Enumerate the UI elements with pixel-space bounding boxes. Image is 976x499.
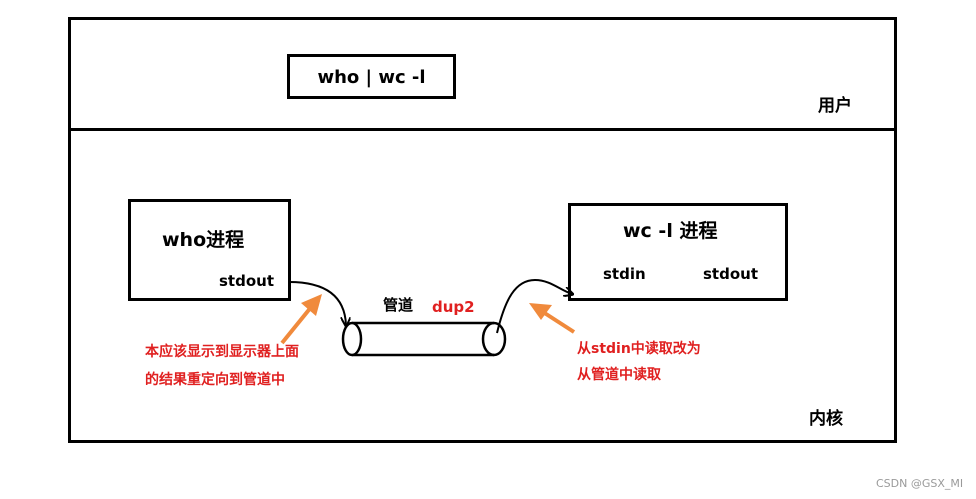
wc-stdin-label: stdin: [603, 265, 646, 283]
kernel-label: 内核: [809, 409, 843, 429]
wc-process-box: wc -l 进程 stdin stdout: [568, 203, 788, 301]
left-annotation-line1: 本应该显示到显示器上面: [145, 344, 299, 360]
user-space-label: 用户: [818, 96, 852, 116]
wc-process-title: wc -l 进程: [623, 220, 718, 242]
left-annotation-line2: 的结果重定向到管道中: [145, 372, 285, 388]
command-box: who | wc -l: [287, 54, 456, 99]
dup2-label: dup2: [432, 298, 475, 316]
right-annotation-line2: 从管道中读取: [577, 367, 661, 383]
user-kernel-divider: [68, 128, 897, 131]
who-stdout-label: stdout: [219, 272, 274, 290]
command-text: who | wc -l: [317, 67, 426, 88]
who-process-box: who进程 stdout: [128, 199, 291, 301]
wc-stdout-label: stdout: [703, 265, 758, 283]
who-process-title: who进程: [162, 229, 245, 251]
watermark: CSDN @GSX_MI: [876, 477, 964, 490]
pipe-label: 管道: [383, 296, 414, 314]
right-annotation-line1: 从stdin中读取改为: [577, 341, 701, 357]
